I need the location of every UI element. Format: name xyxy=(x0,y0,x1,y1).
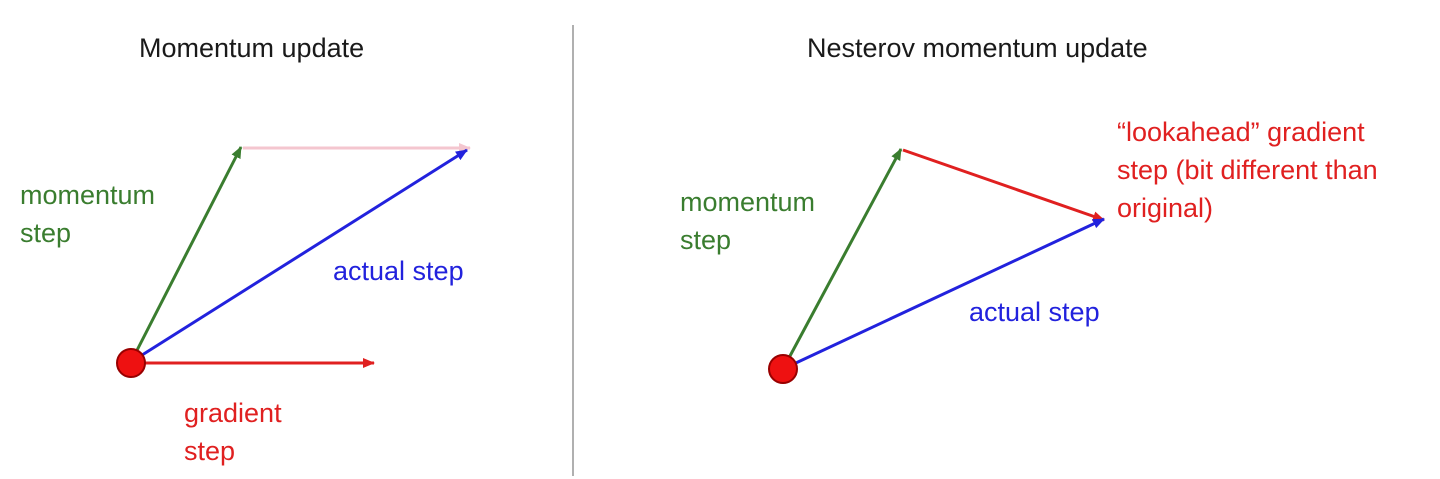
right-lookahead-label-line-3: original) xyxy=(1117,193,1214,223)
right-momentum-label-line-1: momentum xyxy=(680,187,816,217)
right-start-point xyxy=(768,354,798,384)
left-momentum-arrow xyxy=(129,146,243,363)
right-lookahead-arrow xyxy=(902,148,1105,222)
right-lookahead-label: “lookahead” gradient step (bit different… xyxy=(1117,113,1378,227)
left-panel-title: Momentum update xyxy=(139,33,365,63)
left-gradient-label: gradient step xyxy=(184,394,282,470)
left-gradient-label-line-1: gradient xyxy=(184,398,282,428)
right-panel-title: Nesterov momentum update xyxy=(807,33,1148,63)
right-actual-label: actual step xyxy=(969,297,1100,327)
right-momentum-label-line-2: step xyxy=(680,225,732,255)
left-actual-label: actual step xyxy=(333,256,464,286)
right-momentum-label: momentum step xyxy=(680,183,815,259)
right-actual-arrow xyxy=(782,217,1105,371)
right-lookahead-label-line-2: step (bit different than xyxy=(1117,155,1378,185)
left-momentum-label-line-2: step xyxy=(20,218,72,248)
left-momentum-label-line-1: momentum xyxy=(20,180,156,210)
left-start-point xyxy=(116,348,146,378)
left-actual-arrow xyxy=(130,148,468,364)
left-gradient-label-line-2: step xyxy=(184,436,236,466)
right-lookahead-label-line-1: “lookahead” gradient xyxy=(1117,117,1365,147)
left-momentum-label: momentum step xyxy=(20,176,155,252)
right-momentum-arrow xyxy=(781,148,903,370)
